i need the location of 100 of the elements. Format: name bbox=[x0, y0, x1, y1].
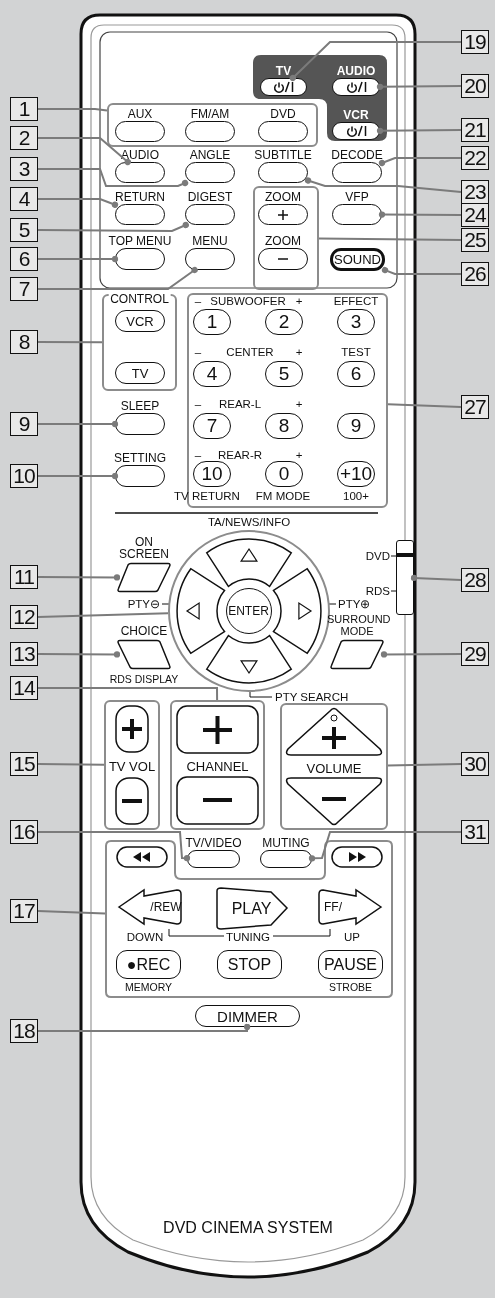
function-label: + bbox=[295, 398, 303, 410]
callout-number: 12 bbox=[10, 605, 38, 629]
button: STOP bbox=[217, 950, 282, 979]
callout-number: 17 bbox=[10, 899, 38, 923]
callout-number: 25 bbox=[461, 228, 489, 252]
button: FF/ bbox=[317, 887, 385, 927]
product-caption: DVD CINEMA SYSTEM bbox=[163, 1219, 333, 1237]
button-label: RETURN bbox=[115, 191, 165, 203]
button-label: MENU bbox=[192, 235, 228, 247]
button-label: ANGLE bbox=[189, 149, 231, 161]
leader-line bbox=[37, 687, 219, 701]
callout-number: 3 bbox=[10, 157, 38, 181]
leader-line bbox=[37, 266, 198, 290]
button-group bbox=[104, 700, 160, 830]
callout-number: 23 bbox=[461, 180, 489, 204]
callout-number: 19 bbox=[461, 30, 489, 54]
button-label: AUX bbox=[127, 108, 153, 120]
function-label: CENTER bbox=[226, 346, 274, 358]
function-label: RDS bbox=[365, 585, 390, 597]
callout-number: 26 bbox=[461, 262, 489, 286]
leader-line bbox=[37, 255, 119, 263]
button-label: FM/AM bbox=[190, 108, 230, 120]
button-label: SLEEP bbox=[120, 400, 160, 412]
button-sublabel: RDS DISPLAY bbox=[109, 673, 179, 685]
button-label: DVD bbox=[270, 108, 296, 120]
leader-line bbox=[380, 651, 462, 658]
function-label: – bbox=[194, 346, 202, 358]
group-label: CHANNEL bbox=[186, 760, 249, 774]
leader-line bbox=[37, 420, 119, 428]
callout-number: 6 bbox=[10, 247, 38, 271]
callout-number: 24 bbox=[461, 203, 489, 227]
function-label: EFFECT bbox=[333, 295, 379, 307]
button-group bbox=[102, 294, 177, 391]
group-label: CONTROL bbox=[108, 293, 171, 305]
button-label: SETTING bbox=[114, 452, 166, 464]
function-label: – bbox=[194, 295, 202, 307]
function-label: PTY⊕ bbox=[338, 598, 371, 610]
function-label: TEST bbox=[341, 346, 371, 358]
leader-line bbox=[37, 612, 169, 618]
button-label: VCR bbox=[343, 109, 369, 121]
leader-line bbox=[37, 472, 119, 480]
button-label: DECODE bbox=[331, 149, 383, 161]
button-label: CHOICE bbox=[120, 625, 168, 637]
leader-line bbox=[387, 763, 462, 767]
leader-line bbox=[376, 127, 462, 134]
callout-number: 7 bbox=[10, 277, 38, 301]
leader-line bbox=[304, 177, 462, 193]
callout-number: 4 bbox=[10, 187, 38, 211]
leader-line bbox=[37, 108, 108, 112]
leader-line bbox=[378, 211, 462, 218]
callout-number: 5 bbox=[10, 218, 38, 242]
leader-line bbox=[289, 41, 462, 82]
button-label: TOP MENU bbox=[108, 235, 172, 247]
leader-line bbox=[318, 237, 462, 241]
leader-line bbox=[378, 157, 462, 167]
function-label: – bbox=[194, 398, 202, 410]
function-label: 100+ bbox=[343, 490, 369, 502]
button-sublabel: STROBE bbox=[328, 981, 373, 993]
callout-number: 27 bbox=[461, 395, 489, 419]
arrow-key bbox=[272, 567, 321, 654]
function-label: DOWN bbox=[126, 931, 164, 943]
button: PLAY bbox=[213, 887, 290, 930]
arrow-key bbox=[176, 567, 225, 654]
function-label: SUBWOOFER bbox=[210, 295, 286, 307]
function-label: + bbox=[295, 346, 303, 358]
button-label: VFP bbox=[345, 191, 369, 203]
function-label: TA/NEWS/INFO bbox=[207, 516, 291, 528]
callout-number: 9 bbox=[10, 412, 38, 436]
button-group bbox=[280, 703, 388, 830]
leader-line bbox=[387, 403, 462, 408]
button-group bbox=[187, 293, 388, 508]
callout-number: 21 bbox=[461, 118, 489, 142]
leader-line bbox=[37, 168, 189, 187]
callout-number: 31 bbox=[461, 820, 489, 844]
button: TV bbox=[115, 362, 165, 384]
function-label: FM MODE bbox=[255, 490, 311, 502]
function-label: + bbox=[295, 295, 303, 307]
callout-number: 30 bbox=[461, 752, 489, 776]
leader-line bbox=[376, 83, 462, 90]
function-label: + bbox=[295, 449, 303, 461]
button-label: ON SCREEN bbox=[119, 536, 169, 560]
callout-number: 15 bbox=[10, 752, 38, 776]
button-label: ZOOM bbox=[265, 191, 301, 203]
callout-number: 13 bbox=[10, 642, 38, 666]
button: VCR bbox=[115, 310, 165, 332]
group-label: TV VOL bbox=[108, 760, 156, 774]
button-label: ZOOM bbox=[265, 235, 301, 247]
button-label: AUDIO bbox=[121, 149, 159, 161]
function-label: – bbox=[194, 449, 202, 461]
arrow-key bbox=[205, 634, 292, 683]
button-group bbox=[253, 186, 319, 290]
button-label: SUBTITLE bbox=[254, 149, 312, 161]
button-label: MUTING bbox=[262, 837, 310, 849]
function-label: TUNING bbox=[225, 931, 271, 943]
callout-number: 1 bbox=[10, 97, 38, 121]
leader-line bbox=[37, 137, 131, 166]
group-label: VOLUME bbox=[306, 762, 362, 776]
callout-number: 8 bbox=[10, 330, 38, 354]
callout-number: 20 bbox=[461, 74, 489, 98]
callout-number: 16 bbox=[10, 820, 38, 844]
